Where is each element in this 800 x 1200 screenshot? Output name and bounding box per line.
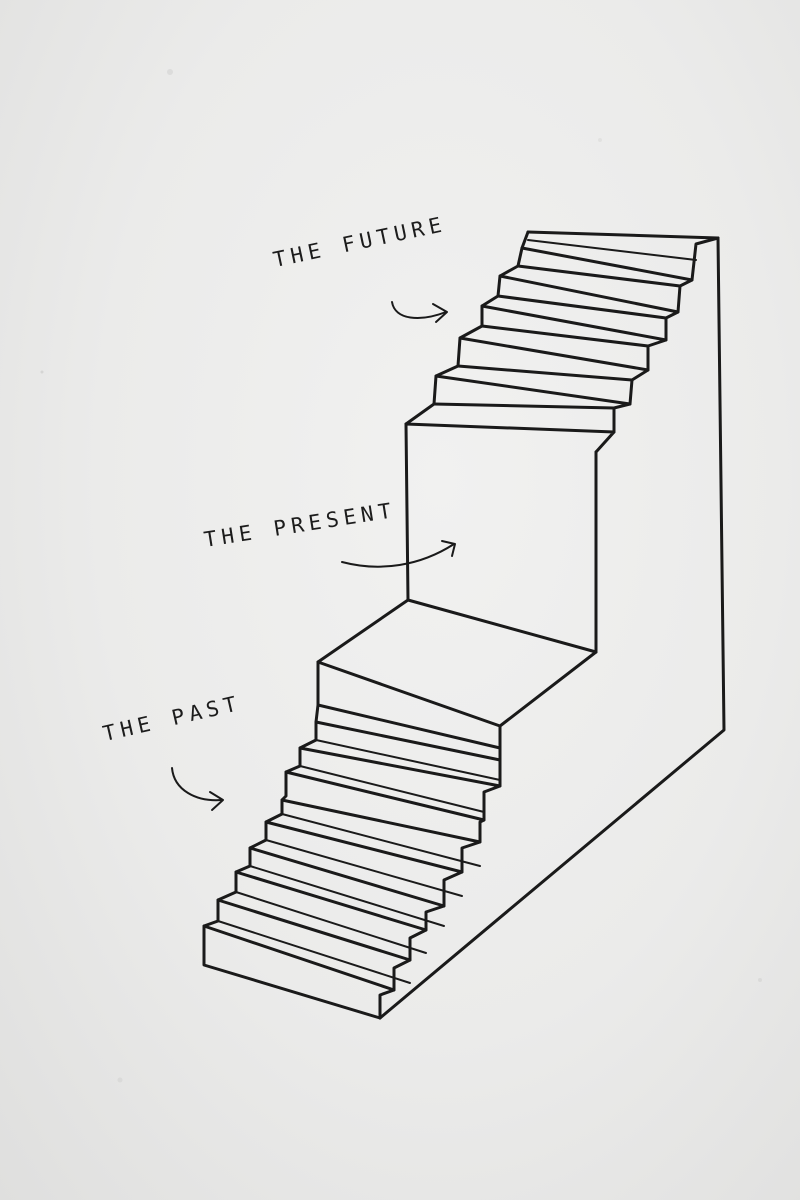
side-wall — [378, 236, 726, 1020]
past-staircase — [202, 660, 502, 1020]
present-landing — [316, 422, 616, 728]
future-arrow-icon — [391, 301, 448, 323]
past-arrow-icon — [171, 767, 224, 811]
present-arrow-icon — [341, 540, 456, 568]
future-staircase — [404, 230, 720, 434]
